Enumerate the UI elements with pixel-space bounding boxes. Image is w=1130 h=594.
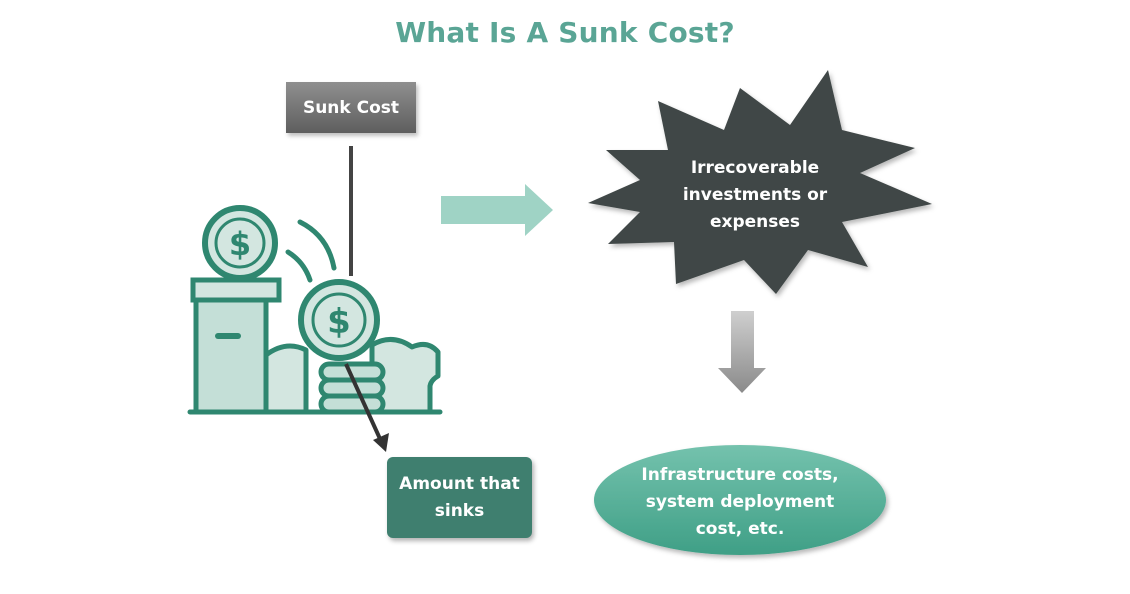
coin-stack-icon <box>318 361 386 415</box>
amount-pointer <box>344 363 383 442</box>
sunk-cost-label: Sunk Cost <box>286 82 416 133</box>
container-icon <box>190 277 282 415</box>
water-wave-icon <box>369 337 441 415</box>
irrecoverable-text: Irrecoverable investments or expenses <box>682 157 828 232</box>
dollar-coin-icon: $ <box>202 205 278 281</box>
motion-arc <box>297 219 337 271</box>
amount-pointer-head <box>373 433 389 452</box>
sinking-money-illustration: $ $ <box>187 205 443 415</box>
water-wave-icon <box>263 343 309 415</box>
motion-arc <box>285 249 313 283</box>
right-arrow <box>441 184 553 236</box>
dollar-coin-icon: $ <box>298 279 380 361</box>
svg-text:$: $ <box>327 302 351 342</box>
amount-that-sinks-label: Amount that sinks <box>387 457 532 538</box>
examples-ellipse <box>594 445 886 555</box>
irrecoverable-burst <box>588 70 932 294</box>
page-title: What Is A Sunk Cost? <box>395 16 735 49</box>
down-arrow <box>718 311 766 393</box>
svg-text:$: $ <box>229 225 251 263</box>
examples-text: Infrastructure costs, system deployment … <box>641 464 839 539</box>
